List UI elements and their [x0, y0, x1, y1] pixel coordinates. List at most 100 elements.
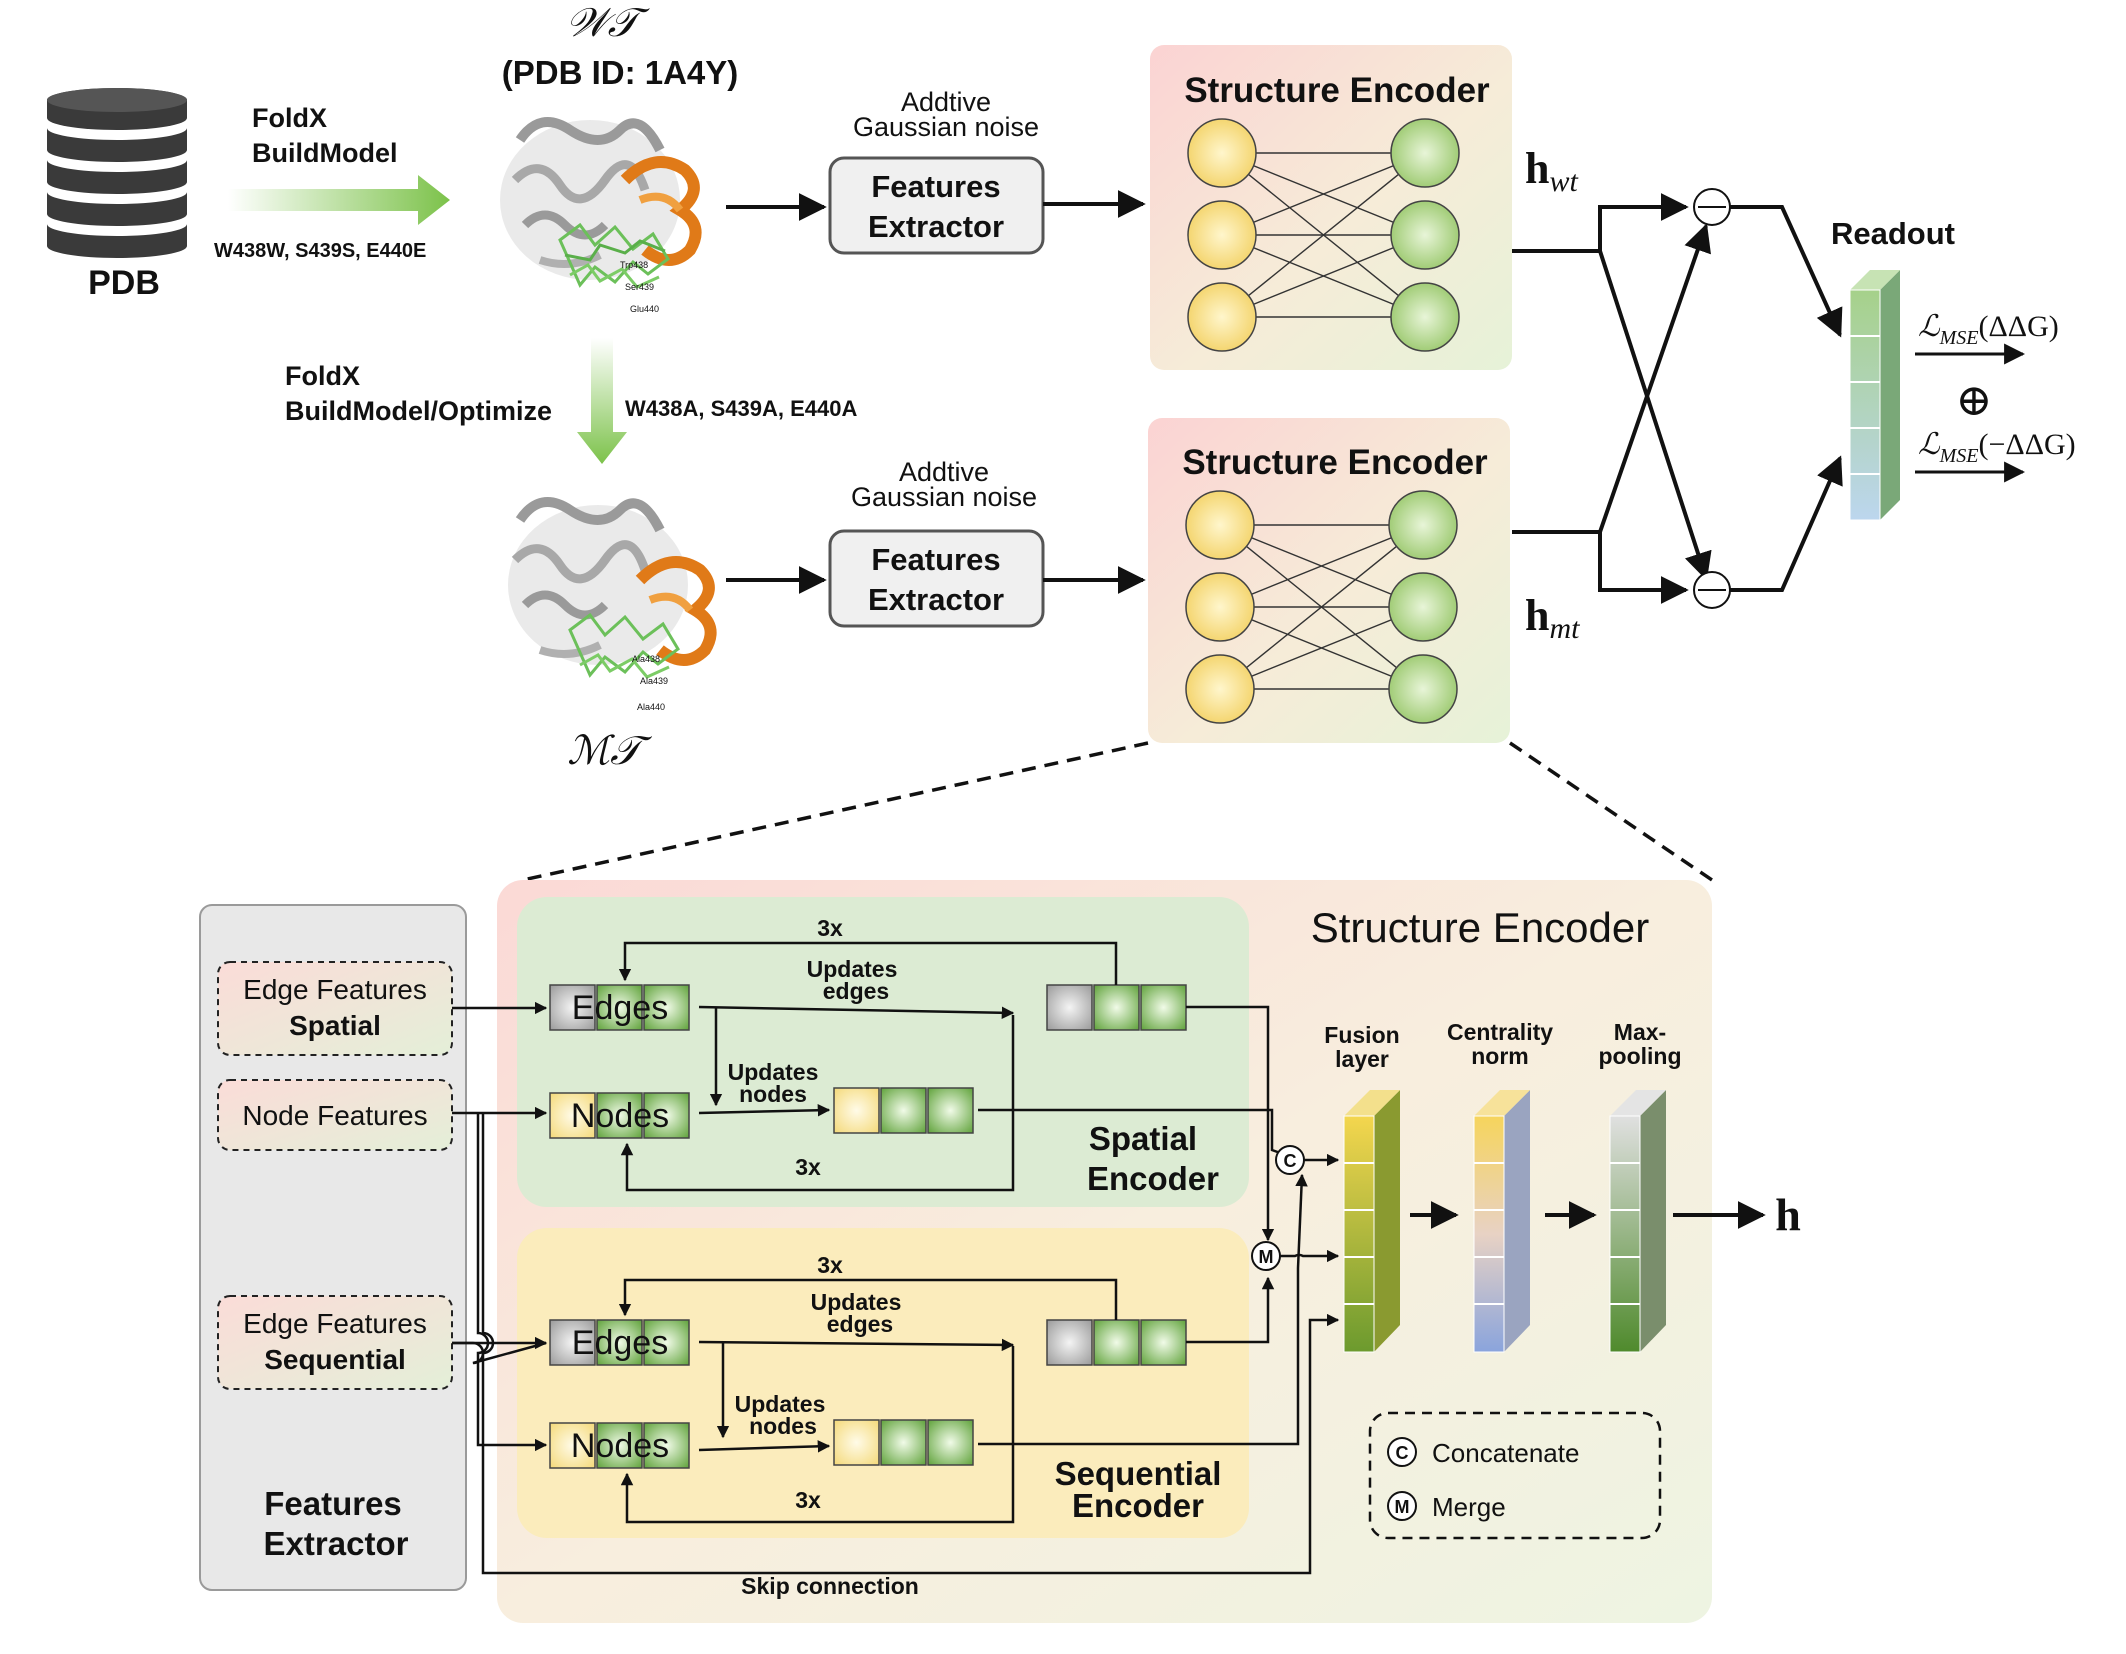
sequential-updated-nodes-vector: [833, 1419, 974, 1466]
spatial-upd-edges-2: edges: [823, 978, 889, 1004]
wt-protein-structure: Trp438 Ser439 Glu440: [500, 117, 702, 314]
sequential-encoder-panel: [517, 1228, 1249, 1538]
spatial-encoder-title-1: Spatial: [1089, 1120, 1197, 1157]
spatial-encoder-title-2: Encoder: [1087, 1160, 1219, 1197]
spatial-loop-bottom: 3x: [795, 1154, 821, 1180]
mt-protein-structure: Ala438 Ala439 Ala440: [508, 497, 717, 712]
structure-encoder-mt: Structure Encoder: [1148, 418, 1510, 743]
noise-label-1a: Addtive: [901, 87, 991, 117]
spatial-nodes-vector: [549, 1092, 690, 1139]
centrality-norm-vector: [1473, 1090, 1530, 1353]
h-wt-label: hwt: [1525, 144, 1578, 198]
maxpool-label-1: Max-: [1614, 1019, 1666, 1045]
mt-residue-3: Ala440: [637, 702, 665, 712]
spatial-upd-edges-1: Updates: [807, 956, 898, 982]
legend-merge-icon: [1387, 1491, 1417, 1521]
edge-features-spatial-box: [217, 961, 453, 1056]
centrality-label-2: norm: [1471, 1043, 1529, 1069]
buildmodel-arrow: [228, 175, 450, 225]
pdb-label: PDB: [88, 264, 160, 302]
output-h-label: h: [1775, 1189, 1801, 1240]
spatial-edges-vector: [549, 984, 690, 1031]
wt-residue-3: Glu440: [630, 304, 659, 314]
fe-mt-line1: Features: [871, 542, 1000, 577]
sequential-loop-top: 3x: [817, 1252, 843, 1278]
sequential-nodes-label: Nodes: [571, 1427, 669, 1465]
wt-symbol: 𝒲𝒯: [566, 0, 651, 45]
legend-concatenate-label: Concatenate: [1432, 1438, 1579, 1468]
fe-wt-line2: Extractor: [868, 209, 1004, 244]
legend-box: [1368, 1411, 1662, 1540]
se-detail-title: Structure Encoder: [1311, 904, 1650, 951]
spatial-nodes-label: Nodes: [571, 1097, 669, 1135]
wt-pdb-id: (PDB ID: 1A4Y): [502, 54, 739, 91]
sequential-upd-edges-2: edges: [827, 1311, 893, 1337]
edge-features-sequential-box: [217, 1295, 453, 1390]
skip-connection-label: Skip connection: [741, 1573, 919, 1599]
h-mt-label: hmt: [1525, 591, 1580, 645]
fusion-layer-vector: [1343, 1090, 1400, 1353]
mt-residue-1: Ala438: [632, 654, 660, 664]
sequential-encoder-title-1: Sequential: [1055, 1455, 1222, 1492]
concatenate-symbol: C: [1284, 1151, 1297, 1171]
maxpool-vector: [1609, 1090, 1666, 1353]
legend-m-symbol: M: [1395, 1497, 1410, 1517]
spatial-upd-nodes-1: Updates: [728, 1059, 819, 1085]
wt-residue-1: Trp438: [620, 260, 648, 270]
noise-label-1b: Gaussian noise: [853, 112, 1039, 142]
readout-label: Readout: [1831, 216, 1955, 251]
features-extractor-panel: [199, 904, 467, 1591]
edge-seq-line1: Edge Features: [243, 1308, 427, 1339]
spatial-edges-label: Edges: [572, 989, 668, 1027]
node-features-label: Node Features: [242, 1100, 427, 1131]
spatial-updated-edges-vector: [1046, 984, 1187, 1031]
database-icon: [47, 88, 187, 258]
legend-c-symbol: C: [1396, 1443, 1409, 1463]
spatial-upd-nodes-2: nodes: [739, 1081, 807, 1107]
edge-spatial-line2: Spatial: [289, 1010, 381, 1041]
sequential-updated-edges-vector: [1046, 1319, 1187, 1366]
spatial-loop-top: 3x: [817, 915, 843, 941]
optimize-arrow: [577, 338, 627, 464]
spatial-updated-nodes-vector: [833, 1087, 974, 1134]
structure-encoder-wt: Structure Encoder: [1150, 45, 1512, 370]
foldx-opt-label: FoldX: [285, 361, 360, 391]
legend-concatenate-icon: [1387, 1437, 1417, 1467]
readout-vector: [1849, 270, 1900, 521]
wt-residue-2: Ser439: [625, 282, 654, 292]
fe-mt-line2: Extractor: [868, 582, 1004, 617]
edge-seq-line2: Sequential: [264, 1344, 406, 1375]
mt-residue-2: Ala439: [640, 676, 668, 686]
sequential-nodes-vector: [549, 1422, 690, 1469]
fe-wt-line1: Features: [871, 169, 1000, 204]
se-wt-title: Structure Encoder: [1184, 71, 1490, 110]
wt-mutations-label: W438W, S439S, E440E: [214, 240, 426, 262]
loss-mt-label: ℒMSE(−ΔΔG): [1918, 428, 2076, 467]
sequential-upd-nodes-2: nodes: [749, 1413, 817, 1439]
buildmodel-label: BuildModel: [252, 138, 397, 168]
sequential-loop-bottom: 3x: [795, 1487, 821, 1513]
node-features-box: [217, 1079, 453, 1151]
noise-label-2b: Gaussian noise: [851, 482, 1037, 512]
maxpool-label-2: pooling: [1598, 1043, 1681, 1069]
sequential-edges-vector: [549, 1319, 690, 1366]
merge-symbol: M: [1259, 1247, 1274, 1267]
noise-label-2a: Addtive: [899, 457, 989, 487]
mt-mutations-label: W438A, S439A, E440A: [625, 396, 857, 421]
spatial-encoder-panel: [517, 897, 1249, 1207]
fusion-label-1: Fusion: [1324, 1022, 1399, 1048]
legend-merge-label: Merge: [1432, 1492, 1506, 1522]
fe-panel-line1: Features: [264, 1485, 402, 1522]
sequential-edges-label: Edges: [572, 1324, 668, 1362]
foldx-label: FoldX: [252, 103, 327, 133]
mt-symbol: ℳ𝒯: [567, 728, 653, 773]
se-mt-title: Structure Encoder: [1182, 443, 1488, 482]
sequential-upd-nodes-1: Updates: [735, 1391, 826, 1417]
buildmodel-optimize-label: BuildModel/Optimize: [285, 396, 552, 426]
oplus-icon: ⊕: [1956, 376, 1993, 425]
loss-wt-label: ℒMSE(ΔΔG): [1918, 310, 2059, 349]
sequential-upd-edges-1: Updates: [811, 1289, 902, 1315]
sequential-encoder-title-2: Encoder: [1072, 1487, 1204, 1524]
fusion-label-2: layer: [1335, 1046, 1389, 1072]
